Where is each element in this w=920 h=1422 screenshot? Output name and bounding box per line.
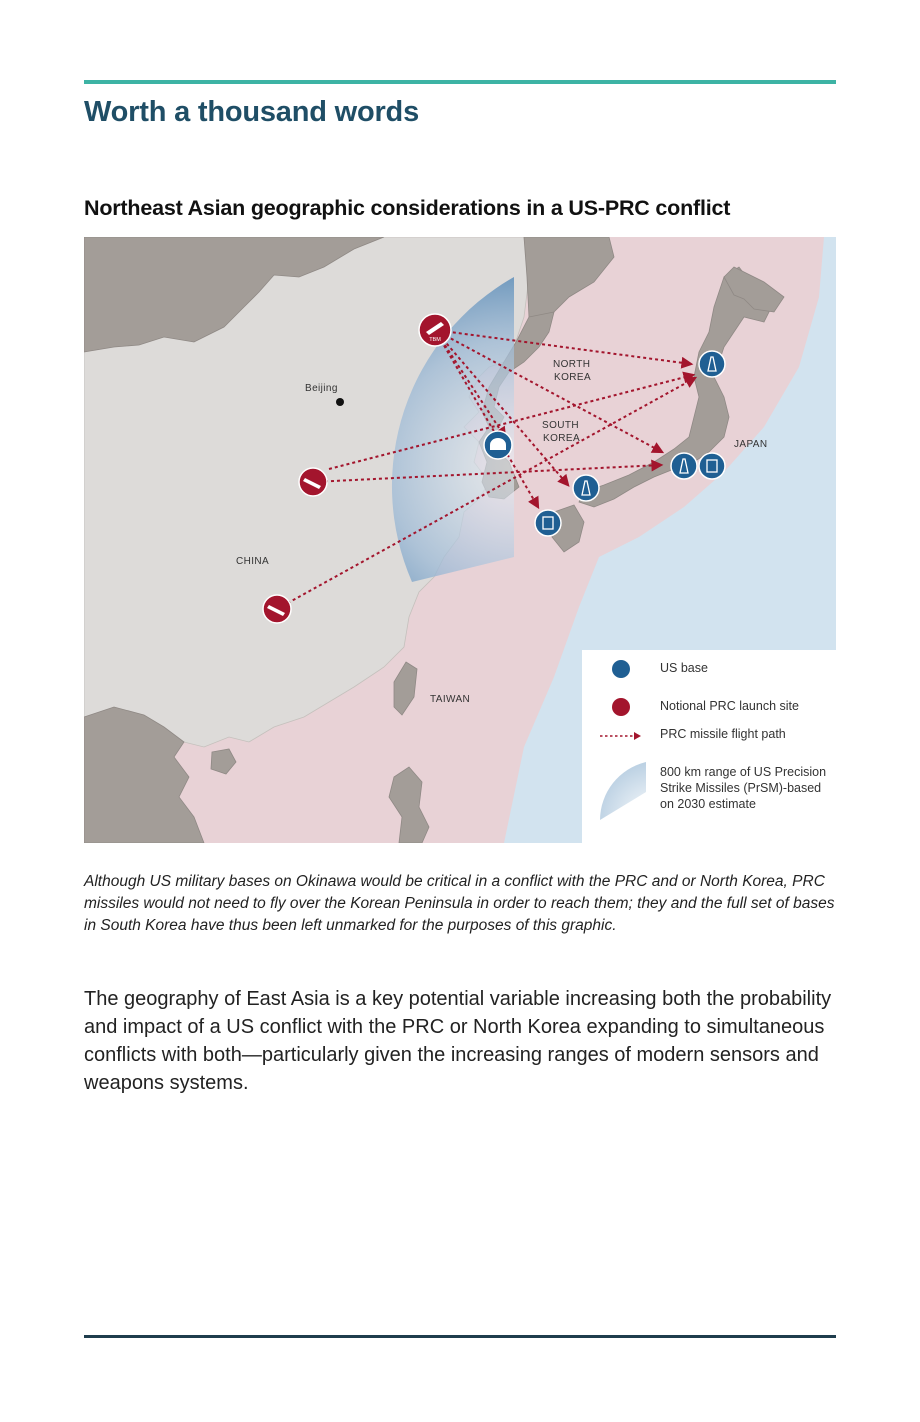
runway-icon (581, 480, 591, 496)
label-north-korea-1: NORTH (553, 359, 590, 370)
legend-text-range-fan: 800 km range of US Precision Strike Miss… (660, 765, 827, 811)
legend-text-prc-site: Notional PRC launch site (660, 699, 799, 713)
southeast-asia-landmass (84, 706, 205, 843)
map: Beijing CHINA NORTH KOREA SOUTH KOREA JA… (84, 237, 836, 843)
legend-text-flight-path: PRC missile flight path (660, 727, 786, 741)
legend: US base Notional PRC launch site PRC mis… (582, 650, 836, 843)
legend-item-flight-path: PRC missile flight path (582, 724, 836, 744)
us-base-south-korea (483, 430, 513, 460)
philippines-landmass (388, 766, 430, 843)
label-beijing: Beijing (305, 383, 338, 394)
legend-text-us-base: US base (660, 661, 708, 675)
us-base-dot (612, 660, 630, 678)
tbm-tag: TBM (429, 337, 441, 343)
bottom-rule (84, 1335, 836, 1338)
flight-path (276, 376, 698, 610)
prsm-range-fan (391, 277, 514, 582)
page-title: Worth a thousand words (84, 96, 420, 128)
hainan-island (210, 748, 237, 775)
port-icon (542, 516, 554, 530)
figure-title: Northeast Asian geographic consideration… (84, 196, 731, 220)
label-south-korea-1: SOUTH (542, 420, 579, 431)
figure-caption: Although US military bases on Okinawa wo… (84, 873, 835, 934)
legend-item-us-base: US base (582, 658, 836, 678)
us-base-north-japan (698, 350, 726, 378)
body-paragraph: The geography of East Asia is a key pote… (84, 988, 832, 1094)
label-china: CHINA (236, 556, 269, 567)
us-base-central-japan-1 (670, 452, 698, 480)
hangar-icon (490, 438, 506, 450)
port-icon (706, 459, 718, 473)
legend-item-range-fan: 800 km range of US Precision Strike Miss… (582, 760, 836, 840)
japan-landmass (578, 266, 775, 508)
range-fan (600, 762, 646, 820)
russia-landmass (523, 237, 615, 323)
label-japan: JAPAN (734, 439, 768, 450)
us-base-kyushu (534, 509, 562, 537)
flight-path (328, 371, 696, 470)
label-south-korea-2: KOREA (543, 433, 580, 444)
label-taiwan: TAIWAN (430, 694, 470, 705)
prc-launch-site-mrbm-1 (298, 467, 328, 497)
flight-path (434, 329, 570, 487)
runway-icon (707, 356, 717, 372)
flight-path (434, 329, 540, 510)
flight-path (434, 329, 665, 454)
top-accent-rule (84, 80, 836, 84)
hokkaido (723, 266, 785, 313)
flight-path (434, 329, 694, 369)
northern-landmass (84, 237, 385, 353)
us-base-western-japan (572, 474, 600, 502)
legend-item-prc-site: Notional PRC launch site (582, 696, 836, 716)
taiwan-island (393, 661, 418, 716)
us-base-central-japan-2 (698, 452, 726, 480)
flight-path (312, 459, 664, 483)
beijing-marker (336, 398, 344, 406)
prc-launch-site-tbm: TBM (418, 313, 452, 347)
label-north-korea-2: KOREA (554, 372, 591, 383)
prc-site-dot (612, 698, 630, 716)
prc-launch-site-mrbm-2 (262, 594, 292, 624)
runway-icon (679, 458, 689, 474)
flight-paths (276, 329, 698, 610)
